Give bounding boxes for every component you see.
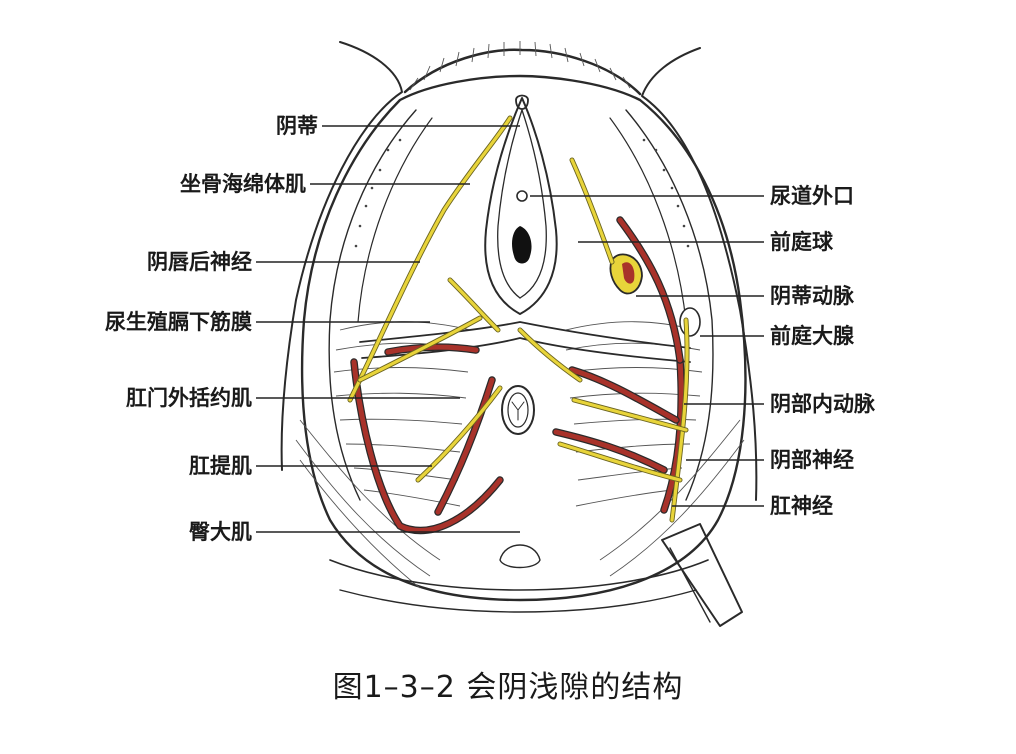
right-thigh-outline (641, 47, 758, 501)
left-labels: 阴蒂 坐骨海绵体肌 阴唇后神经 尿生殖膈下筋膜 肛门外括约肌 肛提肌 臀大肌 (105, 114, 318, 544)
label-clitoral-artery: 阴蒂动脉 (770, 284, 855, 308)
figure-caption: 图1–3–2 会阴浅隙的结构 (332, 670, 684, 705)
label-clitoris: 阴蒂 (276, 114, 318, 138)
anatomy-illustration (280, 41, 758, 627)
vaginal-orifice (512, 226, 532, 264)
anus (501, 385, 535, 435)
label-greater-vestibular-gland: 前庭大腺 (770, 324, 855, 348)
label-anal-nerve: 肛神经 (770, 494, 833, 518)
label-internal-pudendal-artery: 阴部内动脉 (770, 392, 876, 416)
right-muscle-fibres (565, 321, 745, 577)
leader-lines (256, 125, 764, 533)
dissection-window (300, 74, 747, 602)
fat-texture (354, 138, 690, 248)
label-gluteus-maximus: 臀大肌 (189, 520, 252, 544)
arteries (350, 216, 685, 535)
retractor (661, 523, 743, 627)
vestibular-gland (679, 307, 701, 337)
label-external-anal-sphincter: 肛门外括约肌 (126, 386, 252, 410)
label-vestibular-bulb: 前庭球 (770, 230, 834, 254)
label-bulbospongiosus: 坐骨海绵体肌 (180, 172, 306, 196)
nerves (347, 115, 690, 523)
right-labels: 尿道外口 前庭球 阴蒂动脉 前庭大腺 阴部内动脉 阴部神经 肛神经 (770, 184, 876, 518)
left-thigh-outline (280, 41, 403, 471)
label-levator-ani: 肛提肌 (189, 454, 252, 478)
mons-pubis (403, 48, 642, 96)
label-inferior-fascia: 尿生殖膈下筋膜 (105, 310, 252, 334)
label-posterior-labial-nerve: 阴唇后神经 (147, 250, 252, 274)
label-external-urethral-orifice: 尿道外口 (770, 184, 854, 208)
urethral-orifice (516, 190, 528, 202)
label-pudendal-nerve: 阴部神经 (770, 448, 854, 472)
vestibule-outline (484, 97, 558, 315)
